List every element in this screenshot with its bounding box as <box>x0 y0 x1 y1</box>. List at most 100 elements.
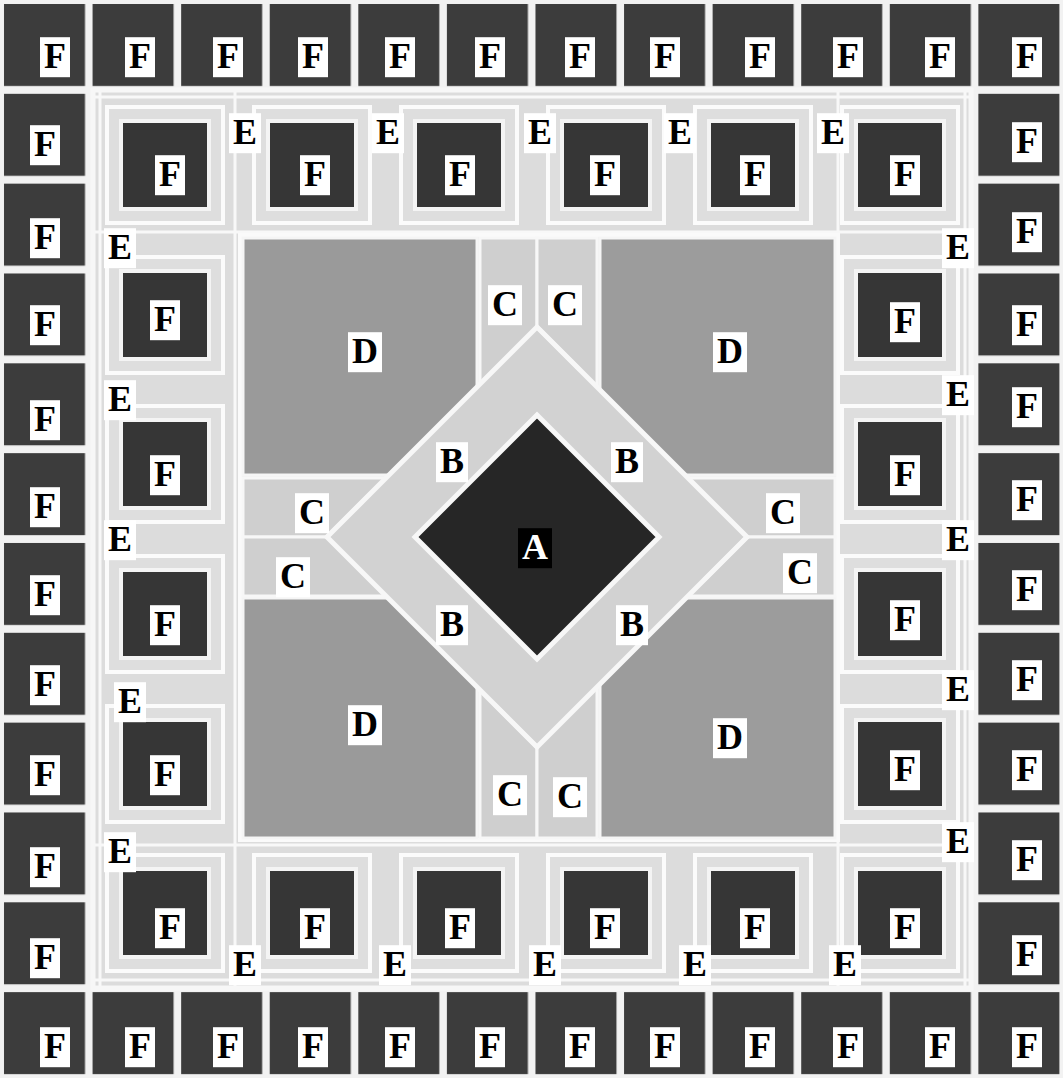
part-letter: B <box>611 442 643 482</box>
part-letter: F <box>213 1027 243 1067</box>
part-letter: F <box>30 400 60 440</box>
part-letter: D <box>348 705 382 745</box>
part-letter: F <box>890 155 920 195</box>
part-letter: F <box>565 1027 595 1067</box>
part-letter: E <box>104 520 136 560</box>
part-letter: F <box>565 37 595 77</box>
part-letter: C <box>493 775 527 815</box>
part-letter: F <box>475 37 505 77</box>
part-letter: F <box>590 155 620 195</box>
part-letter: F <box>150 605 180 645</box>
part-letter: E <box>104 380 136 420</box>
part-letter: E <box>817 113 849 153</box>
part-letter: F <box>30 487 60 527</box>
part-letter: F <box>40 37 70 77</box>
part-letter: F <box>213 37 243 77</box>
part-letter: F <box>1012 570 1042 610</box>
part-letter: C <box>783 553 817 593</box>
part-letter: F <box>1012 37 1042 77</box>
part-letter: F <box>30 938 60 978</box>
part-letter: F <box>1012 840 1042 880</box>
part-letter: B <box>436 605 468 645</box>
part-letter: F <box>150 300 180 340</box>
part-letter: F <box>385 37 415 77</box>
part-letter: C <box>488 285 522 325</box>
part-letter: F <box>590 908 620 948</box>
part-letter: F <box>833 1027 863 1067</box>
part-letter: F <box>30 847 60 887</box>
part-letter: E <box>372 113 404 153</box>
part-letter: F <box>1012 935 1042 975</box>
part-letter: E <box>104 228 136 268</box>
part-letter: F <box>1012 480 1042 520</box>
part-letter: D <box>713 332 747 372</box>
part-letter: F <box>445 908 475 948</box>
part-letter: F <box>1012 122 1042 162</box>
part-letter: F <box>475 1027 505 1067</box>
part-letter: E <box>229 945 261 985</box>
part-letter: F <box>745 37 775 77</box>
part-letter: F <box>155 155 185 195</box>
part-letter: F <box>650 37 680 77</box>
part-letter: F <box>125 1027 155 1067</box>
part-letter: F <box>150 755 180 795</box>
part-letter: F <box>1012 387 1042 427</box>
part-letter: F <box>445 155 475 195</box>
part-letter: E <box>679 945 711 985</box>
part-letter: E <box>829 945 861 985</box>
part-letter: A <box>518 528 552 568</box>
part-letter: F <box>745 1027 775 1067</box>
part-letter: E <box>104 832 136 872</box>
part-letter: F <box>740 908 770 948</box>
part-letter: E <box>942 822 974 862</box>
part-letter: D <box>348 332 382 372</box>
part-letter: F <box>890 750 920 790</box>
part-letter: E <box>664 113 696 153</box>
part-letter: F <box>150 455 180 495</box>
part-letter: F <box>30 575 60 615</box>
part-letter: F <box>890 302 920 342</box>
part-letter: F <box>385 1027 415 1067</box>
part-letter: C <box>295 493 329 533</box>
part-letter: C <box>276 557 310 597</box>
part-letter: E <box>942 520 974 560</box>
part-letter: F <box>1012 212 1042 252</box>
part-letter: F <box>30 125 60 165</box>
part-letter: F <box>833 37 863 77</box>
part-letter: F <box>925 37 955 77</box>
part-letter: F <box>40 1027 70 1067</box>
part-letter: F <box>650 1027 680 1067</box>
part-letter: F <box>300 155 330 195</box>
part-letter: F <box>890 455 920 495</box>
part-letter: E <box>529 945 561 985</box>
part-letter: F <box>300 908 330 948</box>
part-letter: D <box>713 718 747 758</box>
part-letter: E <box>524 113 556 153</box>
part-letter: C <box>548 285 582 325</box>
part-letter: E <box>942 228 974 268</box>
part-letter: B <box>616 605 648 645</box>
part-letter: F <box>298 37 328 77</box>
part-letter: E <box>229 113 261 153</box>
part-letter: F <box>30 218 60 258</box>
part-letter: F <box>30 665 60 705</box>
part-letter: F <box>890 908 920 948</box>
part-letter: F <box>30 755 60 795</box>
part-letter: C <box>766 493 800 533</box>
part-letter: F <box>155 908 185 948</box>
part-letter: F <box>1012 1027 1042 1067</box>
part-letter: B <box>436 442 468 482</box>
part-letter: F <box>298 1027 328 1067</box>
part-letter: E <box>379 945 411 985</box>
part-letter: F <box>30 305 60 345</box>
part-letter: F <box>740 155 770 195</box>
part-letter: F <box>1012 750 1042 790</box>
part-letter: E <box>114 682 146 722</box>
part-letter: F <box>125 37 155 77</box>
part-letter: C <box>553 777 587 817</box>
part-letter: F <box>1012 660 1042 700</box>
part-letter: E <box>942 670 974 710</box>
part-letter: E <box>942 375 974 415</box>
part-letter: F <box>1012 305 1042 345</box>
